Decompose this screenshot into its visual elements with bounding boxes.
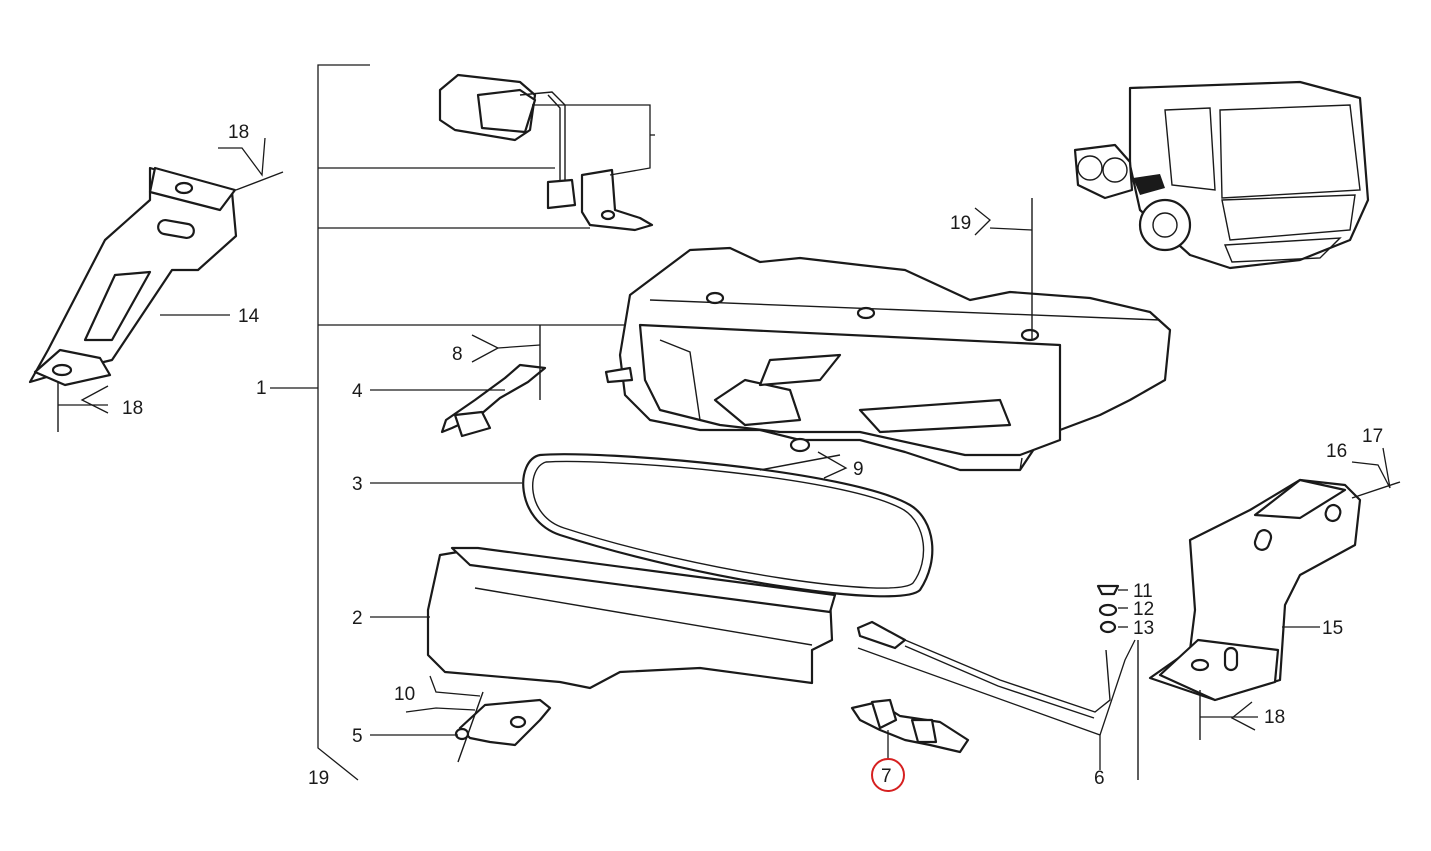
callout-4: 4 [352,381,363,402]
callout-7: 7 [881,766,892,787]
part-4-strap [370,325,547,438]
callout-labels: 1 2 3 4 5 6 7 8 9 10 11 12 13 14 15 16 1… [122,122,1383,789]
callout-13: 13 [1133,618,1154,639]
callout-2: 2 [352,608,363,629]
callout-1: 1 [256,378,267,399]
part-12-washer [1098,603,1128,617]
part-sensor-module [438,73,655,232]
part-2-cover [370,546,837,690]
callout-19-top: 19 [950,213,971,234]
callout-10: 10 [394,684,415,705]
highlight-circle [871,758,905,792]
callout-19-bottom: 19 [308,768,329,789]
part-14-bracket [28,137,284,432]
callout-17: 17 [1362,426,1383,447]
callout-18-right: 18 [1264,707,1285,728]
callout-18-top-left: 18 [228,122,249,143]
truck-location-overview [1073,80,1370,270]
callout-3: 3 [352,474,363,495]
part-11-bolt [1096,584,1128,596]
part-battery-tray [604,246,1172,472]
part-9-leader [759,451,848,479]
callout-9: 9 [853,459,864,480]
callout-18-left: 18 [122,398,143,419]
callout-16: 16 [1326,441,1347,462]
part-7-clamp [850,698,970,760]
callout-11: 11 [1133,581,1153,602]
part-6-cable [856,620,1139,780]
group-bracket-1 [270,64,630,781]
callout-14: 14 [238,306,260,327]
callout-12: 12 [1133,599,1154,620]
callout-6: 6 [1094,768,1105,789]
callout-15: 15 [1322,618,1343,639]
part-3-gasket [370,453,934,598]
part-5-hinge [370,675,552,763]
part-13-nut [1099,620,1128,634]
callout-5: 5 [352,726,363,747]
callout-8: 8 [452,344,463,365]
part-15-bracket [1148,447,1401,740]
part-19-stud [974,198,1033,340]
